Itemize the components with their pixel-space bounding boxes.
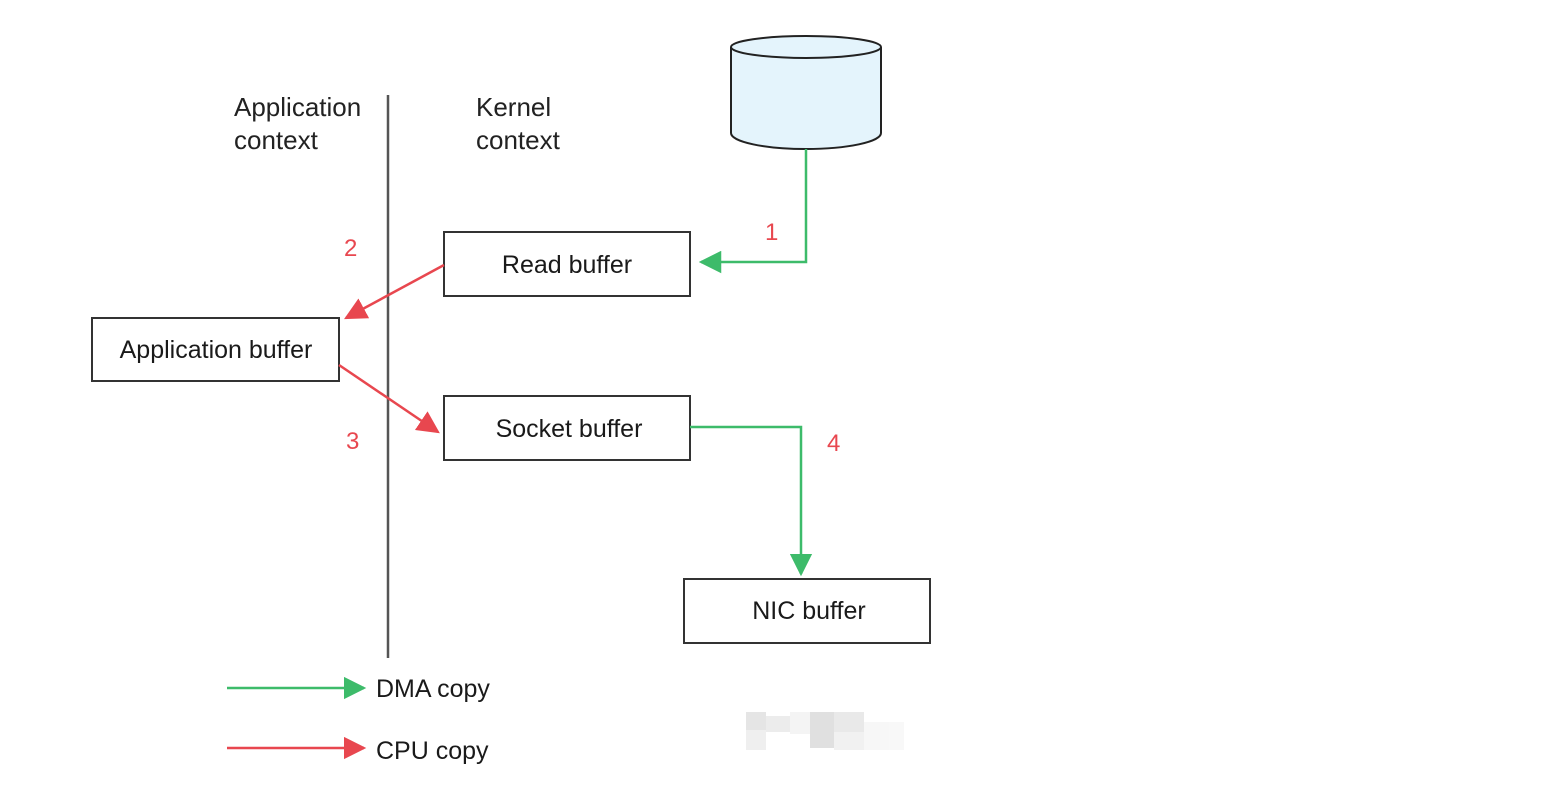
blurred-watermark: [746, 712, 904, 750]
step-4-label: 4: [827, 430, 840, 457]
application-buffer-label: Application buffer: [120, 336, 313, 364]
step-1-label: 1: [765, 219, 778, 246]
socket-buffer-label: Socket buffer: [496, 415, 643, 443]
kernel-context-line-2: context: [476, 125, 561, 155]
nic-buffer-box: [683, 578, 931, 644]
kernel-context-label: Kernel context: [476, 92, 561, 155]
legend-dma-label: DMA copy: [376, 675, 490, 703]
read-buffer-label: Read buffer: [502, 251, 632, 279]
read-buffer-box: [443, 231, 691, 297]
step-3-label: 3: [346, 428, 359, 455]
dma-arrow-disk-to-read-buffer: [698, 149, 808, 274]
step-2-label: 2: [344, 235, 357, 262]
application-context-label: Application context: [234, 92, 368, 155]
disk-icon: [730, 35, 882, 150]
nic-buffer-label: NIC buffer: [752, 597, 865, 625]
kernel-context-line-1: Kernel: [476, 92, 551, 122]
application-context-line-2: context: [234, 125, 319, 155]
cpu-arrow-read-to-application-buffer: [344, 263, 445, 320]
application-buffer-box: [91, 317, 340, 382]
legend-cpu-label: CPU copy: [376, 737, 489, 765]
socket-buffer-box: [443, 395, 691, 461]
dma-arrow-socket-to-nic-buffer: [690, 425, 813, 577]
application-context-line-1: Application: [234, 92, 361, 122]
cpu-arrow-application-to-socket-buffer: [338, 363, 440, 434]
